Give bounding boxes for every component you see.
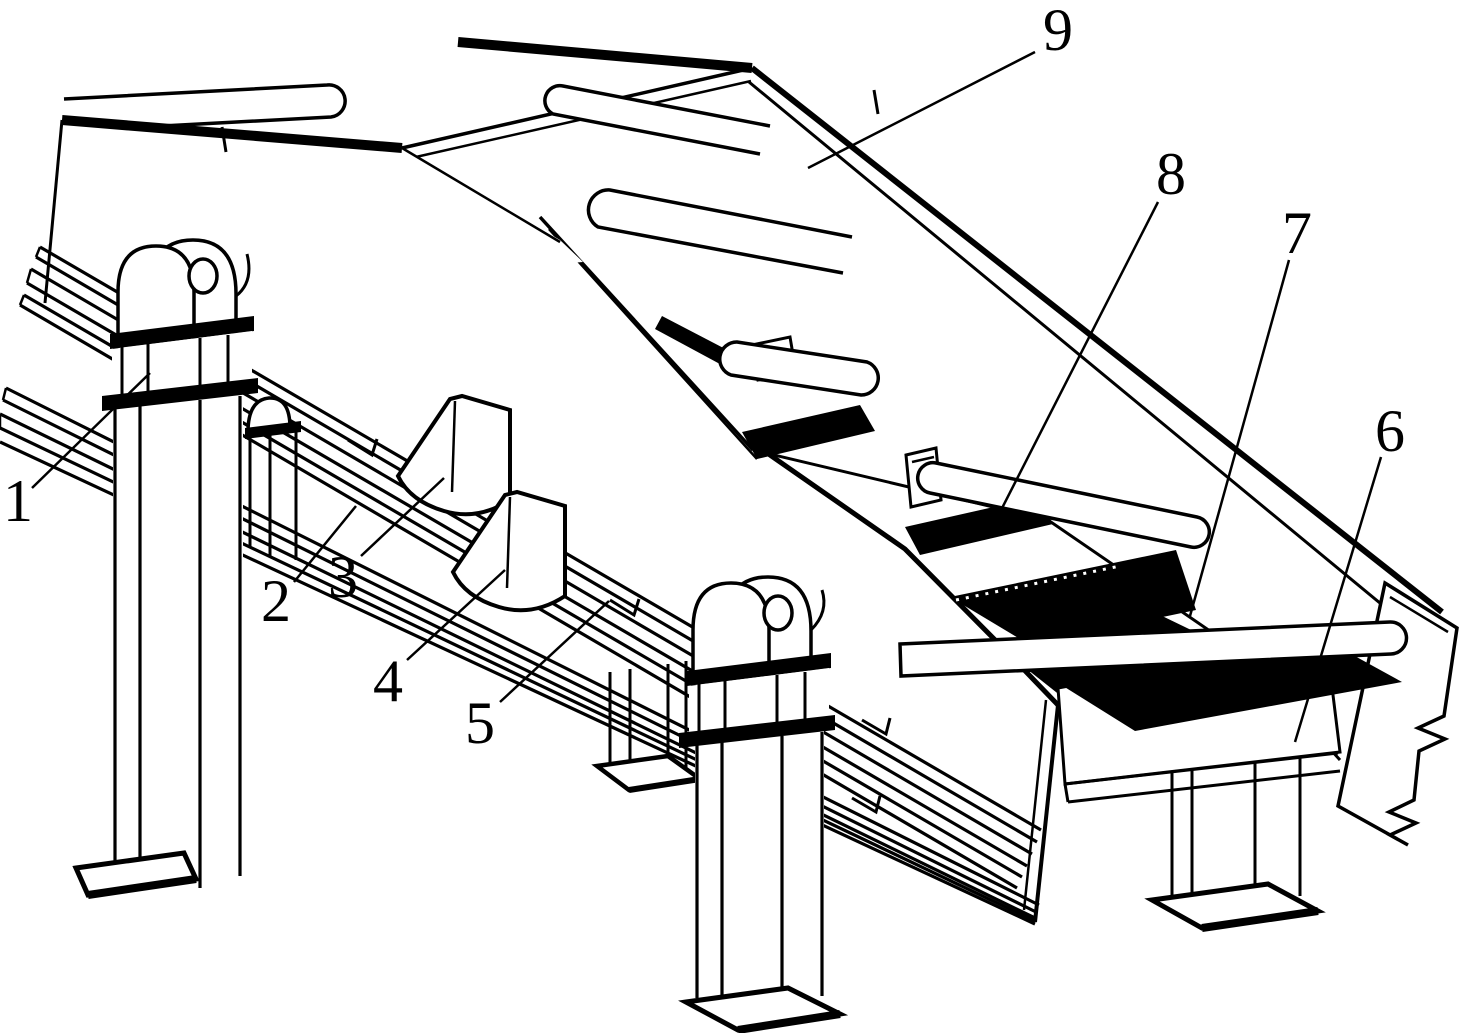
leader-line-7 [1188,259,1291,617]
clamp-collar [102,378,258,411]
leader-line-9 [807,50,1036,170]
slot-band-0 [742,405,875,459]
bearing-pin-hole [762,594,794,632]
leader-line-8 [995,201,1160,519]
wedge-block-lower [450,489,567,613]
top-left-roller [63,83,347,133]
leader-line-3 [360,477,445,557]
deck-roller-lower [916,460,1211,550]
leader-line-2 [293,505,357,583]
leader-line-6 [1293,456,1383,743]
leader-line-1 [31,372,151,489]
right-side-wall [1336,580,1459,847]
discharge-roller [898,620,1409,678]
part-label-7: 7 [1282,200,1312,266]
part-label-6: 6 [1375,398,1405,464]
part-label-1: 1 [3,468,33,534]
screen-deck [655,316,1247,923]
front-leg-fill [113,385,243,878]
deck-roller-upper [717,340,881,397]
middle-leg-fill [695,722,824,1002]
clamp-collar [679,715,835,748]
middle-support-leg [678,732,849,1033]
wedge-block-upper [395,393,512,517]
discharge-plate [898,620,1409,804]
bearing-pin-hole [187,257,219,295]
clamp-collar [110,316,254,349]
rear-leg-front-pair [245,396,301,560]
front-support-leg [72,396,242,899]
part-label-4: 4 [373,648,403,714]
clamp-collar [687,653,831,686]
part-label-8: 8 [1156,141,1186,207]
part-label-5: 5 [465,690,495,756]
part-label-9: 9 [1043,0,1073,63]
part-label-3: 3 [328,544,358,610]
discharge-support-leg [1144,728,1326,932]
slot-band-4 [1063,638,1402,731]
leader-line-5 [499,600,610,703]
middle-pivot-bearing [679,575,835,1002]
part-label-2: 2 [261,568,291,634]
hopper-rollers [543,83,853,275]
leader-line-4 [406,569,506,661]
front-pivot-bearing [102,238,258,878]
